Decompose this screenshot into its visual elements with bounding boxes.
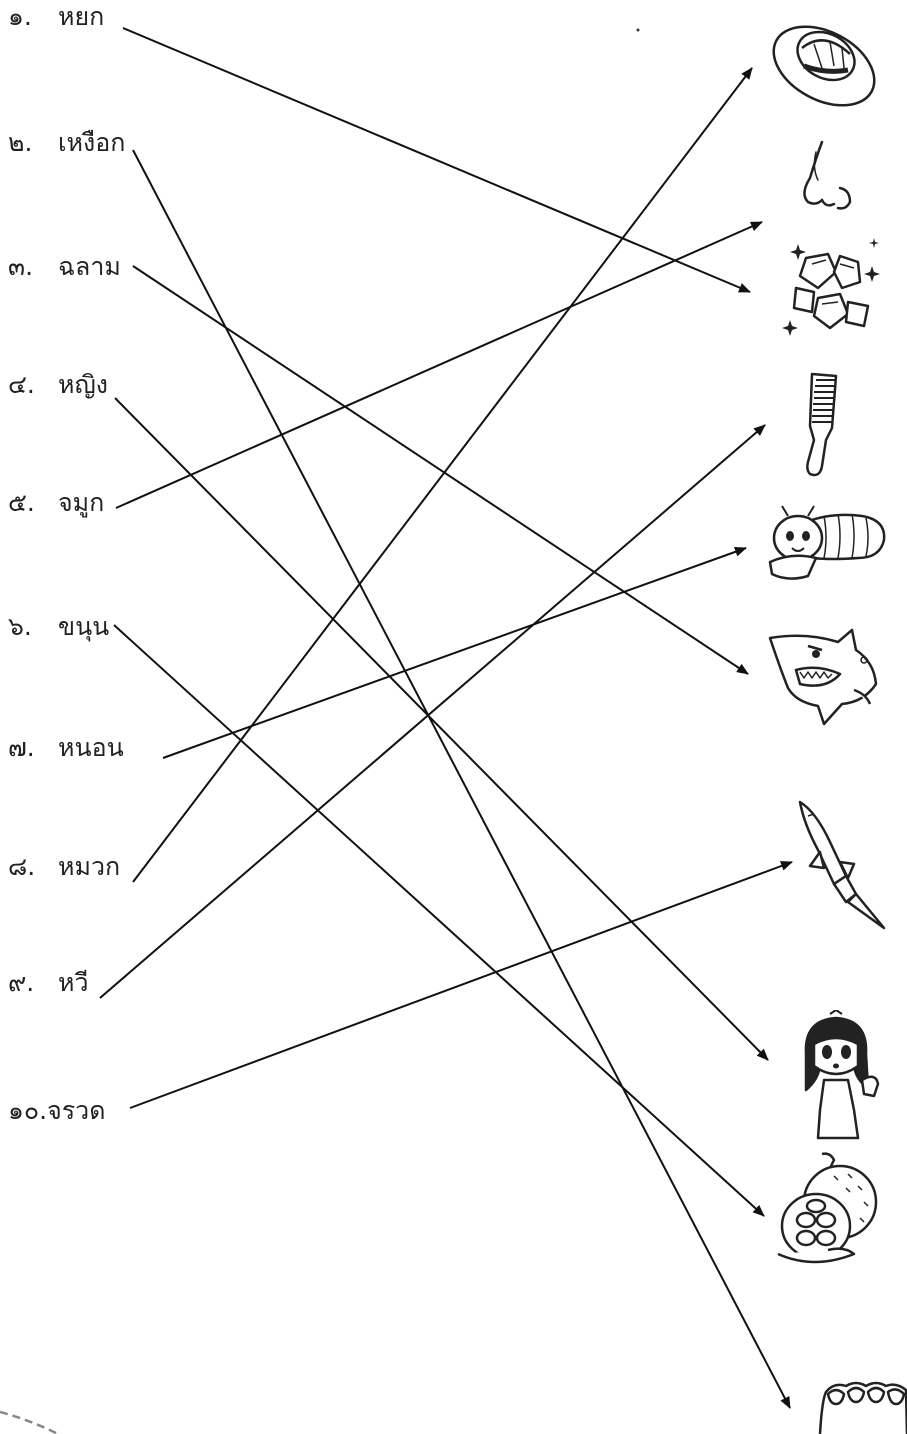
match-line-7 — [162, 547, 747, 759]
word-item: ๓. ฉลาม — [8, 252, 121, 282]
word-item: ๘. หมวก — [8, 852, 120, 882]
word-label: ฉลาม — [58, 252, 121, 281]
match-line-4 — [114, 397, 769, 1061]
word-label: จรวด — [47, 1096, 106, 1125]
match-line-1 — [122, 27, 751, 293]
word-item: ๗. หนอน — [8, 733, 124, 763]
match-line-5 — [115, 221, 763, 509]
match-line-2 — [132, 149, 791, 1409]
caterpillar-icon — [768, 505, 886, 580]
word-number: ๕. — [8, 488, 35, 517]
jackfruit-icon — [777, 1152, 878, 1264]
word-number: ๗. — [8, 733, 35, 762]
word-label: หมวก — [58, 852, 121, 881]
girl-icon — [804, 1010, 880, 1140]
word-item: ๑. หยก — [8, 2, 104, 32]
word-label: ขนุน — [58, 612, 110, 641]
match-line-8 — [132, 67, 753, 883]
word-item: ๖. ขนุน — [8, 612, 109, 642]
word-number: ๒. — [8, 128, 33, 157]
word-number: ๖. — [8, 612, 32, 641]
word-number: ๘. — [8, 852, 36, 881]
match-line-6 — [113, 624, 765, 1217]
hat-icon — [772, 25, 876, 107]
word-number: ๑๐. — [8, 1096, 48, 1125]
word-label: จมูก — [58, 488, 105, 517]
word-label: หวี — [58, 968, 89, 997]
word-label: หญิง — [58, 370, 108, 399]
match-line-10 — [129, 861, 793, 1109]
word-label: เหงือก — [58, 128, 126, 157]
shark-icon — [768, 628, 878, 726]
word-item: ๕. จมูก — [8, 488, 104, 518]
gems-icon — [782, 238, 880, 336]
comb-icon — [806, 372, 838, 477]
word-label: หยก — [58, 2, 105, 31]
match-line-3 — [132, 265, 749, 675]
word-label: หนอน — [58, 733, 124, 762]
word-number: ๑. — [8, 2, 32, 31]
word-number: ๓. — [8, 252, 34, 281]
word-item: ๔. หญิง — [8, 370, 108, 400]
gums-icon — [818, 1381, 907, 1434]
match-line-9 — [99, 424, 766, 999]
word-number: ๙. — [8, 968, 35, 997]
rocket-icon — [798, 800, 886, 930]
word-item: ๒. เหงือก — [8, 128, 125, 158]
word-item: ๑๐.จรวด — [8, 1096, 105, 1126]
word-item: ๙. หวี — [8, 968, 89, 998]
nose-icon — [803, 140, 852, 210]
word-number: ๔. — [8, 370, 35, 399]
